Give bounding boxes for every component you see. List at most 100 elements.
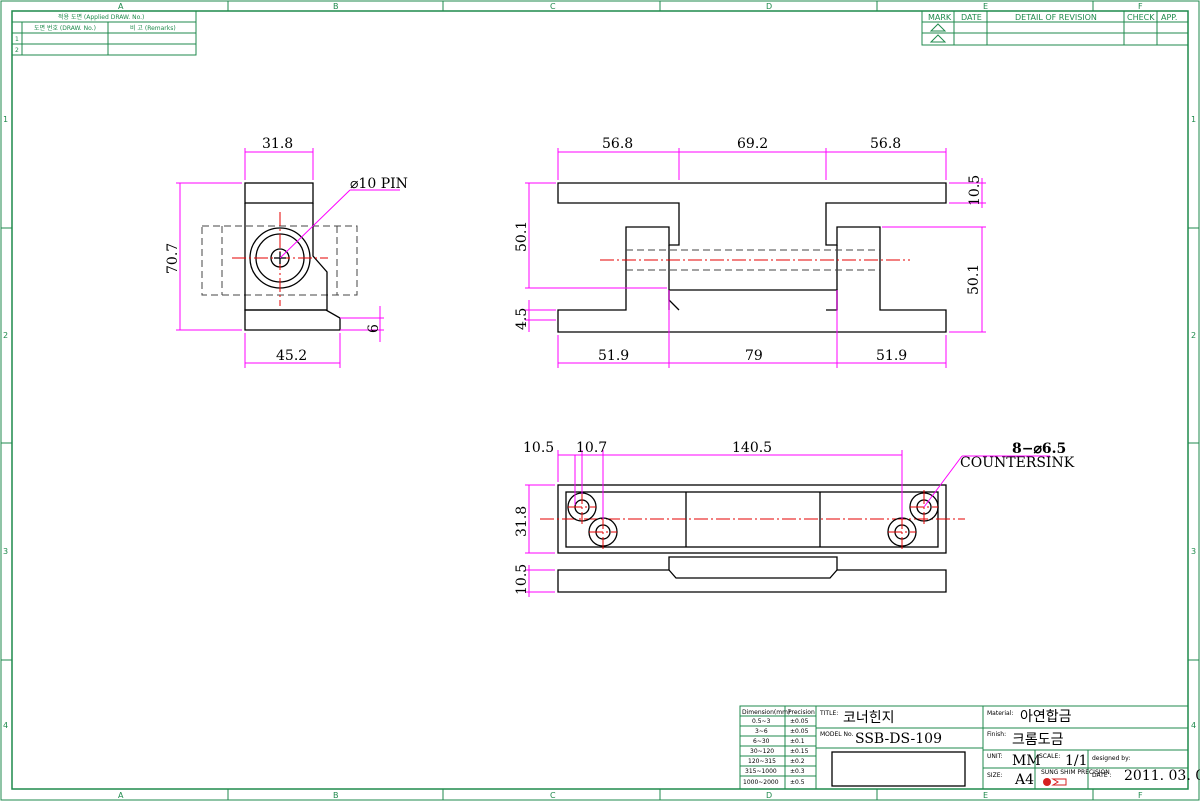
finish-value: 크롬도금 xyxy=(1012,732,1064,748)
scale-value: 1/1 xyxy=(1065,753,1088,769)
plan-hole-label: 8−⌀6.5 xyxy=(1012,441,1066,457)
applied-table-col-remarks: 비 고 (Remarks) xyxy=(130,24,176,32)
applied-table-row-2: 2 xyxy=(15,47,19,54)
row-label-2-right: 2 xyxy=(1191,331,1196,340)
dim-front-top-thick: 10.5 xyxy=(967,175,983,206)
revision-triangle-icon xyxy=(929,34,947,43)
unit-label: UNIT: xyxy=(987,753,1003,760)
row-label-3: 3 xyxy=(3,547,8,556)
tolerance-row-prec: ±0.1 xyxy=(790,738,805,745)
dim-front-bottom-left: 51.9 xyxy=(598,348,629,364)
model-value: SSB-DS-109 xyxy=(855,731,942,747)
front-view xyxy=(557,182,947,333)
tolerance-row-dim: 1000~2000 xyxy=(743,779,779,786)
tolerance-row-prec: ±0.05 xyxy=(790,718,809,725)
tolerance-row-prec: ±0.05 xyxy=(790,728,809,735)
tolerance-row-prec: ±0.5 xyxy=(790,779,805,786)
col-label-c: C xyxy=(550,2,556,11)
tolerance-row-prec: ±0.2 xyxy=(790,758,805,765)
col-label-d: D xyxy=(766,2,772,11)
tolerance-table: Dimension(mm) Precision 0.5~3 ±0.05 3~6 … xyxy=(739,705,817,790)
dim-front-left-height: 50.1 xyxy=(514,221,530,252)
size-value: A4 xyxy=(1014,772,1034,788)
scale-label: SCALE: xyxy=(1039,753,1060,760)
tolerance-header-precision: Precision xyxy=(788,709,815,716)
row-label-3-right: 3 xyxy=(1191,547,1196,556)
dim-plan-hole-offset: 10.7 xyxy=(576,440,607,456)
dim-front-right-height: 50.1 xyxy=(966,264,982,295)
tolerance-header-dim: Dimension(mm) xyxy=(742,709,790,716)
col-label-e: E xyxy=(983,2,988,11)
dim-side-width-bottom: 45.2 xyxy=(276,348,307,364)
date-label: DATE : xyxy=(1092,772,1112,779)
col-label-a: A xyxy=(118,2,124,11)
col-label-f: F xyxy=(1138,2,1143,11)
revision-app-header: APP. xyxy=(1161,13,1177,22)
dim-side-height: 70.7 xyxy=(165,243,181,274)
dim-plan-hole-span: 140.5 xyxy=(732,440,772,456)
revision-mark-header: MARK xyxy=(928,13,952,22)
side-view-dimensions: 31.8 70.7 ⌀10 PIN 6 45.2 xyxy=(165,136,408,368)
revision-date-header: DATE xyxy=(961,13,982,22)
col-label-f-bottom: F xyxy=(1138,791,1143,800)
plan-view-dimensions: 10.5 10.7 140.5 8−⌀6.5 COUNTERSINK 31.8 … xyxy=(514,440,1075,597)
tolerance-row-dim: 3~6 xyxy=(755,728,768,735)
company-logo: SUNG SHIM PRECISION xyxy=(1041,769,1110,786)
row-label-1-right: 1 xyxy=(1191,115,1196,124)
title-block: TITLE: 코너힌지 MODEL No. SSB-DS-109 Materia… xyxy=(815,705,1200,790)
col-label-d-bottom: D xyxy=(766,791,772,800)
model-label: MODEL No. xyxy=(820,731,854,738)
col-label-b: B xyxy=(333,2,339,11)
pin-label: ⌀10 PIN xyxy=(350,176,408,192)
tolerance-row-dim: 30~120 xyxy=(750,748,774,755)
dim-plan-left-offset: 10.5 xyxy=(523,440,554,456)
material-value: 아연합금 xyxy=(1020,709,1072,725)
tolerance-row-prec: ±0.3 xyxy=(790,768,805,775)
size-label: SIZE: xyxy=(987,772,1003,779)
row-label-4-right: 4 xyxy=(1191,721,1196,730)
dim-front-top-left: 56.8 xyxy=(602,136,633,152)
row-label-2: 2 xyxy=(3,331,8,340)
applied-drawing-table: 적용 도면 (Applied DRAW. No.) 도면 번호 (DRAW. N… xyxy=(11,10,197,56)
dim-front-bottom-mid: 79 xyxy=(745,348,763,364)
unit-value: MM xyxy=(1012,753,1041,769)
dim-front-bottom-right: 51.9 xyxy=(876,348,907,364)
tolerance-row-dim: 120~315 xyxy=(748,758,776,765)
plan-view xyxy=(540,484,965,593)
revision-detail-header: DETAIL OF REVISION xyxy=(1015,13,1097,22)
dim-plan-depth: 31.8 xyxy=(514,506,530,537)
designed-label: designed by: xyxy=(1092,755,1130,762)
col-label-b-bottom: B xyxy=(333,791,339,800)
tolerance-row-prec: ±0.15 xyxy=(790,748,809,755)
logo-text: SUNG SHIM PRECISION xyxy=(1041,769,1110,776)
front-view-dimensions: 56.8 69.2 56.8 10.5 50.1 50.1 4.5 51.9 7… xyxy=(514,136,986,368)
tolerance-row-dim: 0.5~3 xyxy=(752,718,771,725)
row-label-1: 1 xyxy=(3,115,8,124)
logo-arrow-icon xyxy=(1051,778,1067,786)
col-label-a-bottom: A xyxy=(118,791,124,800)
applied-table-col-drawno: 도면 번호 (DRAW. No.) xyxy=(34,24,96,32)
logo-circle-icon xyxy=(1043,778,1051,786)
revision-triangle-icon xyxy=(929,23,947,32)
title-label: TITLE: xyxy=(819,710,838,717)
tolerance-row-dim: 6~30 xyxy=(753,738,770,745)
dim-side-bottom-offset: 6 xyxy=(366,324,382,333)
dim-front-top-right: 56.8 xyxy=(870,136,901,152)
finish-label: Finish: xyxy=(987,731,1006,738)
dim-front-top-mid: 69.2 xyxy=(737,136,768,152)
material-label: Material: xyxy=(987,710,1013,717)
plan-countersink-label: COUNTERSINK xyxy=(960,455,1075,471)
applied-table-header: 적용 도면 (Applied DRAW. No.) xyxy=(58,13,144,21)
dim-side-width-top: 31.8 xyxy=(262,136,293,152)
col-label-e-bottom: E xyxy=(983,791,988,800)
dim-front-bottom-thick: 4.5 xyxy=(514,308,530,330)
applied-table-row-1: 1 xyxy=(15,36,19,43)
revision-table: MARK DATE DETAIL OF REVISION CHECK APP. xyxy=(921,10,1189,46)
title-value: 코너힌지 xyxy=(843,710,895,726)
dim-plan-plate-thick: 10.5 xyxy=(514,564,530,595)
side-view xyxy=(201,182,358,331)
tolerance-row-dim: 315~1000 xyxy=(745,768,777,775)
col-label-c-bottom: C xyxy=(550,791,556,800)
